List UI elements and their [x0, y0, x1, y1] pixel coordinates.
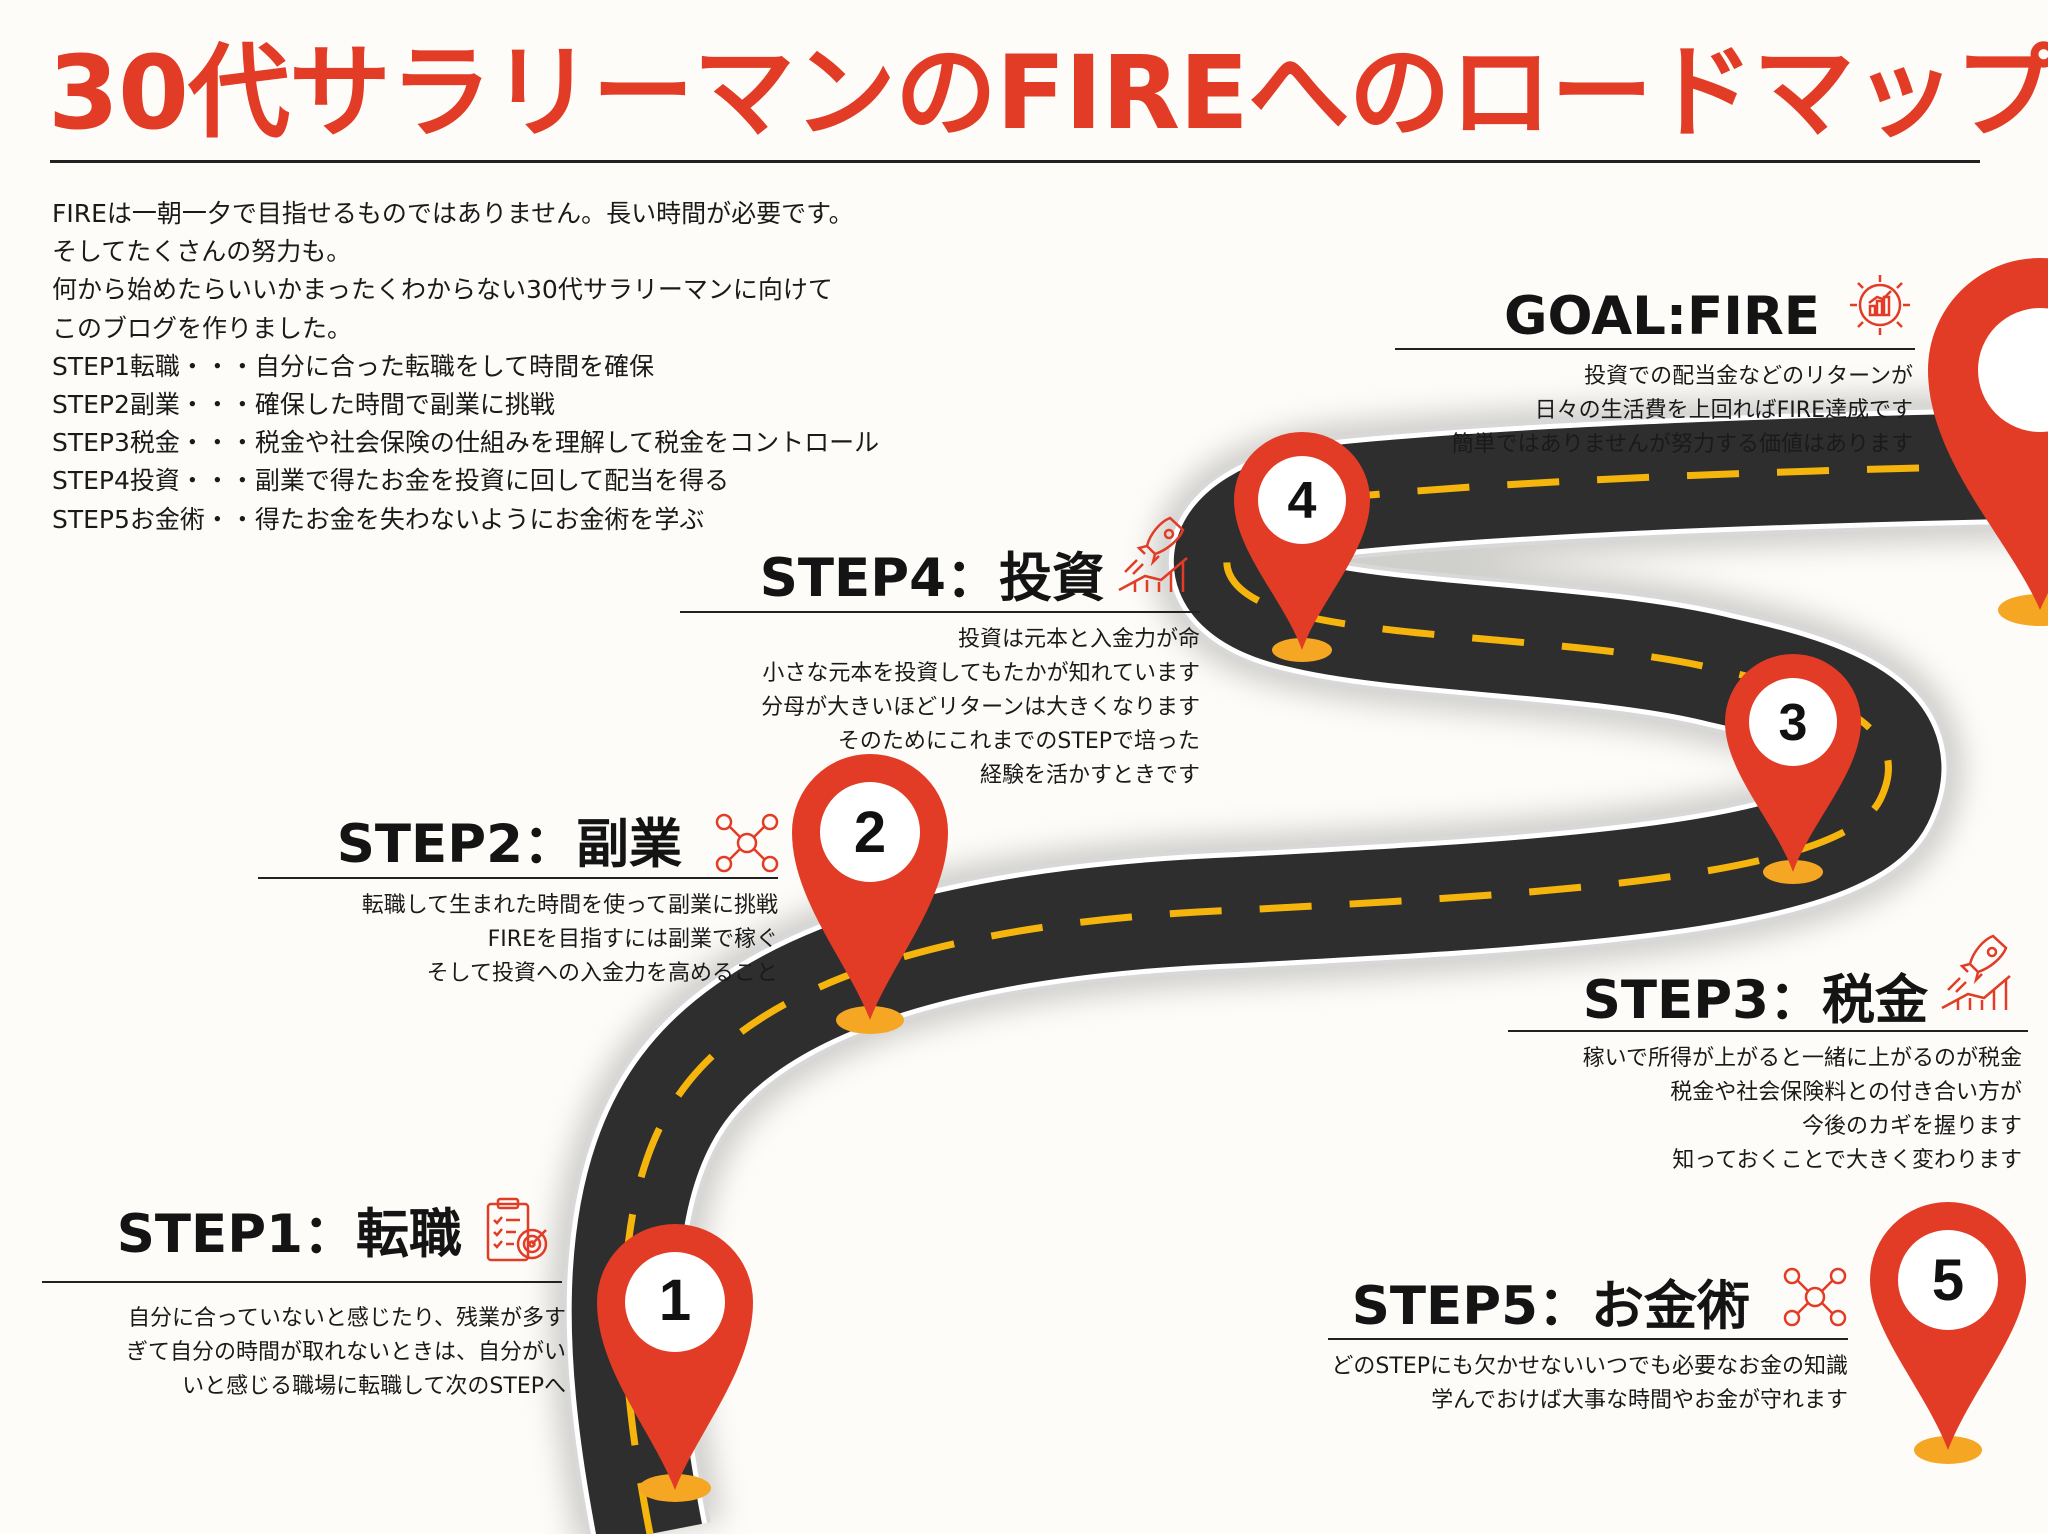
- intro-line: STEP2副業・・・確保した時間で副業に挑戦: [52, 390, 555, 420]
- step2-line: そして投資への入金力を高めること: [426, 961, 778, 986]
- step3-description: 稼いで所得が上がると一緒に上がるのが税金 税金や社会保険料との付き合い方が 今後…: [1583, 1042, 2022, 1178]
- pin-center: [1898, 1230, 1998, 1330]
- step5-divider: [1328, 1338, 1848, 1340]
- title-divider: [50, 160, 1980, 163]
- rocket-growth-icon: [1941, 934, 2011, 1010]
- intro-line: STEP4投資・・・副業で得たお金を投資に回して配当を得る: [52, 466, 730, 496]
- pin-center: [625, 1252, 725, 1352]
- step3-line: 今後のカギを握ります: [1801, 1114, 2022, 1139]
- pin-center: [1978, 308, 2048, 432]
- step3-line: 稼いで所得が上がると一緒に上がるのが税金: [1582, 1046, 2022, 1071]
- step5-line: どのSTEPにも欠かせないいつでも必要なお金の知識: [1331, 1354, 1848, 1379]
- goal-description: 投資での配当金などのリターンが 日々の生活費を上回ればFIRE達成です 簡単では…: [1452, 360, 1913, 462]
- pin-number: 1: [659, 1268, 691, 1333]
- intro-line: FIREは一朝一夕で目指せるものではありません。長い時間が必要です。: [52, 199, 854, 228]
- step3-divider: [1508, 1030, 2028, 1032]
- step3-title: STEP3：税金: [1582, 970, 1928, 1031]
- pin-number: 2: [854, 800, 886, 865]
- pin-goal: [1928, 258, 2048, 626]
- step3-line: 税金や社会保険料との付き合い方が: [1670, 1080, 2022, 1105]
- goal-line: 簡単ではありませんが努力する価値はあります: [1451, 432, 1913, 457]
- intro-text: FIREは一朝一夕で目指せるものではありません。長い時間が必要です。 そしてたく…: [52, 195, 879, 539]
- step1-line: 自分に合っていないと感じたり、残業が多す: [127, 1306, 566, 1331]
- page-title: 30代サラリーマンのFIREへのロードマップ: [48, 34, 2048, 153]
- step4-title: STEP4：投資: [759, 548, 1105, 609]
- step2-divider: [258, 877, 778, 879]
- pin-number: 5: [1932, 1248, 1964, 1313]
- goal-line: 投資での配当金などのリターンが: [1584, 364, 1913, 389]
- growth-chart-gear-icon: [1850, 275, 1910, 335]
- pin-step-4: 4: [1234, 432, 1370, 662]
- step3-line: 知っておくことで大きく変わります: [1672, 1148, 2022, 1173]
- pin-center: [1258, 456, 1346, 544]
- intro-line: 何から始めたらいいかまったくわからない30代サラリーマンに向けて: [52, 275, 833, 305]
- intro-line: STEP1転職・・・自分に合った転職をして時間を確保: [52, 351, 655, 381]
- pin-base: [1998, 594, 2048, 626]
- intro-line: そしてたくさんの努力も。: [52, 237, 352, 267]
- step5-title: STEP5：お金術: [1351, 1276, 1750, 1337]
- step4-line: 分母が大きいほどリターンは大きくなります: [761, 695, 1200, 720]
- step4-line: そのためにこれまでのSTEPで培った: [837, 729, 1200, 754]
- pin-step-1: 1: [597, 1224, 753, 1502]
- step2-title: STEP2：副業: [336, 814, 682, 875]
- step5-description: どのSTEPにも欠かせないいつでも必要なお金の知識 学んでおけば大事な時間やお金…: [1331, 1350, 1848, 1418]
- step1-title: STEP1：転職: [116, 1204, 462, 1265]
- goal-title: GOAL:FIRE: [1503, 286, 1820, 347]
- pin-number: 3: [1779, 694, 1808, 752]
- rocket-growth-icon: [1118, 516, 1188, 592]
- intro-line: このブログを作りました。: [52, 313, 353, 343]
- pin-step-3: 3: [1725, 654, 1861, 884]
- step4-divider: [680, 611, 1200, 613]
- intro-line: STEP5お金術・・得たお金を失わないようにお金術を学ぶ: [52, 504, 705, 534]
- network-gears-icon: [715, 813, 779, 873]
- pin-step-5: 5: [1870, 1202, 2026, 1464]
- step4-line: 小さな元本を投資してもたかが知れています: [762, 661, 1200, 686]
- network-gears-icon: [1783, 1267, 1847, 1327]
- intro-line: STEP3税金・・・税金や社会保険の仕組みを理解して税金をコントロール: [52, 428, 880, 458]
- pin-center: [820, 782, 920, 882]
- pin-step-2: 2: [792, 754, 948, 1034]
- step4-line: 投資は元本と入金力が命: [957, 627, 1200, 652]
- step5-line: 学んでおけば大事な時間やお金が守れます: [1431, 1388, 1848, 1413]
- step1-description: 自分に合っていないと感じたり、残業が多す ぎて自分の時間が取れないときは、自分が…: [126, 1302, 566, 1404]
- pin-center: [1749, 678, 1837, 766]
- pin-number: 4: [1288, 472, 1317, 530]
- step1-line: いと感じる職場に転職して次のSTEPへ: [182, 1374, 566, 1399]
- step2-line: FIREを目指すには副業で稼ぐ: [487, 927, 778, 952]
- step1-line: ぎて自分の時間が取れないときは、自分がい: [125, 1340, 566, 1365]
- goal-line: 日々の生活費を上回ればFIRE達成です: [1534, 398, 1913, 423]
- step4-line: 経験を活かすときです: [979, 763, 1200, 788]
- step4-description: 投資は元本と入金力が命 小さな元本を投資してもたかが知れています 分母が大きいほ…: [761, 623, 1200, 793]
- goal-divider: [1395, 348, 1915, 350]
- step2-description: 転職して生まれた時間を使って副業に挑戦 FIREを目指すには副業で稼ぐ そして投…: [362, 889, 778, 991]
- step2-line: 転職して生まれた時間を使って副業に挑戦: [361, 893, 778, 918]
- clipboard-target-icon: [486, 1197, 548, 1262]
- step1-divider: [42, 1281, 562, 1283]
